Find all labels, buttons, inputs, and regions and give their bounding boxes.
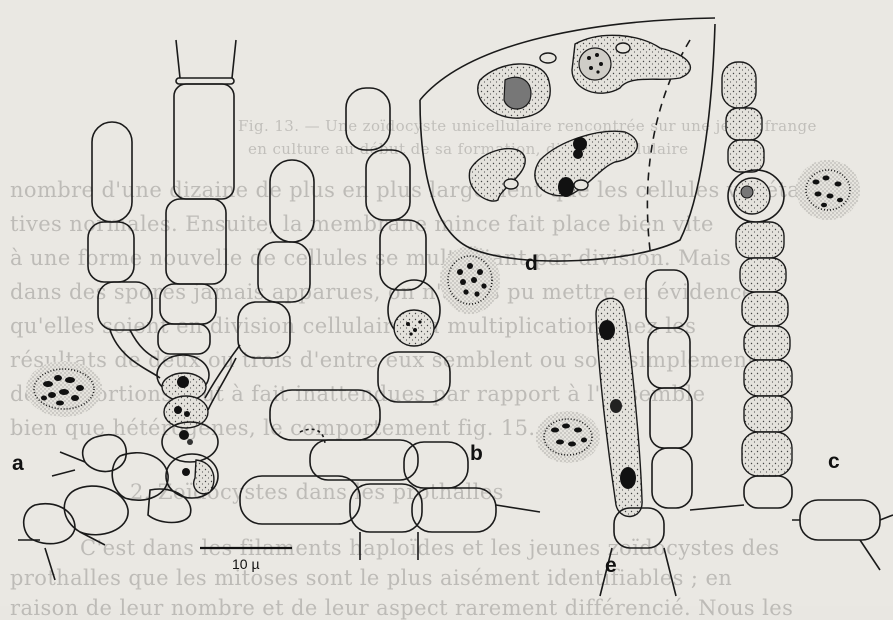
panel-d-cell xyxy=(420,18,715,261)
panel-label-b: b xyxy=(470,442,483,465)
botanical-figure: a b c d e 10 µ xyxy=(0,0,893,606)
panel-c-filament xyxy=(690,62,893,570)
panel-label-d: d xyxy=(525,252,538,275)
panel-label-e: e xyxy=(605,554,617,577)
panel-label-c: c xyxy=(828,450,840,473)
page-sheet: Fig. 13. — Une zoïdocyste unicellulaire … xyxy=(0,0,893,606)
scale-bar-label: 10 µ xyxy=(232,556,260,572)
panel-e-filament xyxy=(536,270,692,596)
panel-a-filament xyxy=(18,40,314,580)
panel-label-a: a xyxy=(12,452,24,475)
